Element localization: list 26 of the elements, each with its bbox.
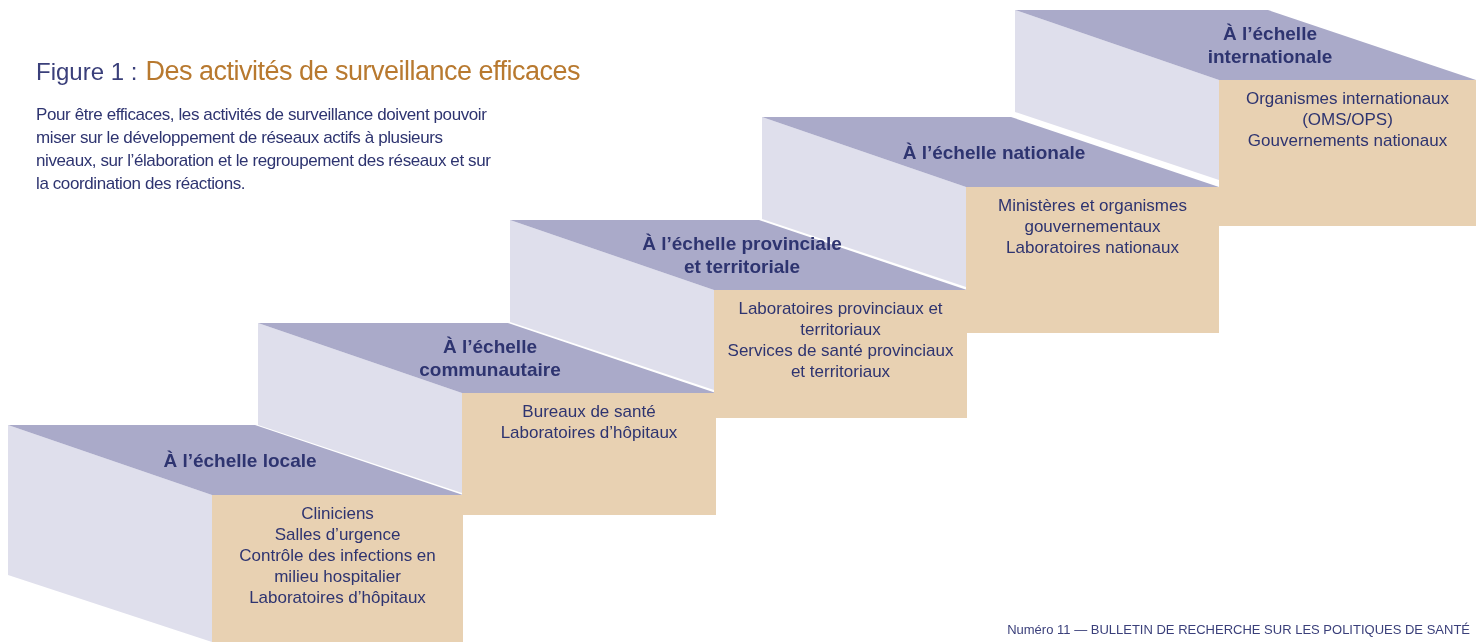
step-front-panel bbox=[1219, 80, 1476, 226]
organization-item: Bureaux de santé bbox=[522, 401, 656, 422]
level-heading: À l’échelle communautaire bbox=[418, 335, 562, 381]
figure-title: Des activités de surveillance efficaces bbox=[145, 56, 581, 86]
step-front-panel bbox=[212, 495, 463, 642]
step-front-panel bbox=[714, 290, 967, 418]
intro-paragraph: Pour être efficaces, les activités de surveillance doivent pouvoir miser sur le développement de réseaux actifs à plusieurs niveaux, sur l’élaboration et le regroupement des réseaux et sur la coordination des réactions. bbox=[36, 104, 492, 195]
organization-item: Organismes internationaux (OMS/OPS) bbox=[1244, 88, 1451, 130]
footer-text: Numéro 11 — BULLETIN DE RECHERCHE SUR LES POLITIQUES DE SANTÉ bbox=[1007, 622, 1470, 637]
organization-item: Salles d’urgence bbox=[274, 524, 401, 545]
step-front-panel bbox=[966, 187, 1219, 333]
organization-item: Laboratoires nationaux bbox=[1006, 237, 1179, 258]
organization-item: Laboratoires provinciaux et territoriaux bbox=[737, 298, 944, 340]
step-front-panel bbox=[462, 393, 716, 515]
level-heading: À l’échelle provinciale et territoriale bbox=[641, 232, 843, 278]
organization-item: Laboratoires d’hôpitaux bbox=[500, 422, 678, 443]
level-heading: À l’échelle locale bbox=[162, 448, 318, 472]
organization-item: Contrôle des infections en milieu hospitalier bbox=[238, 545, 437, 587]
organization-item: Laboratoires d’hôpitaux bbox=[249, 587, 426, 608]
level-heading: À l’échelle internationale bbox=[1206, 22, 1334, 68]
organization-item: Gouvernements nationaux bbox=[1247, 130, 1448, 151]
level-heading: À l’échelle nationale bbox=[901, 140, 1087, 164]
organization-item: Cliniciens bbox=[301, 503, 374, 524]
figure-number: Figure 1 : bbox=[36, 58, 138, 85]
organization-item: Services de santé provinciaux et territoriaux bbox=[726, 340, 955, 382]
organization-item: Ministères et organismes gouvernementaux bbox=[997, 195, 1188, 237]
